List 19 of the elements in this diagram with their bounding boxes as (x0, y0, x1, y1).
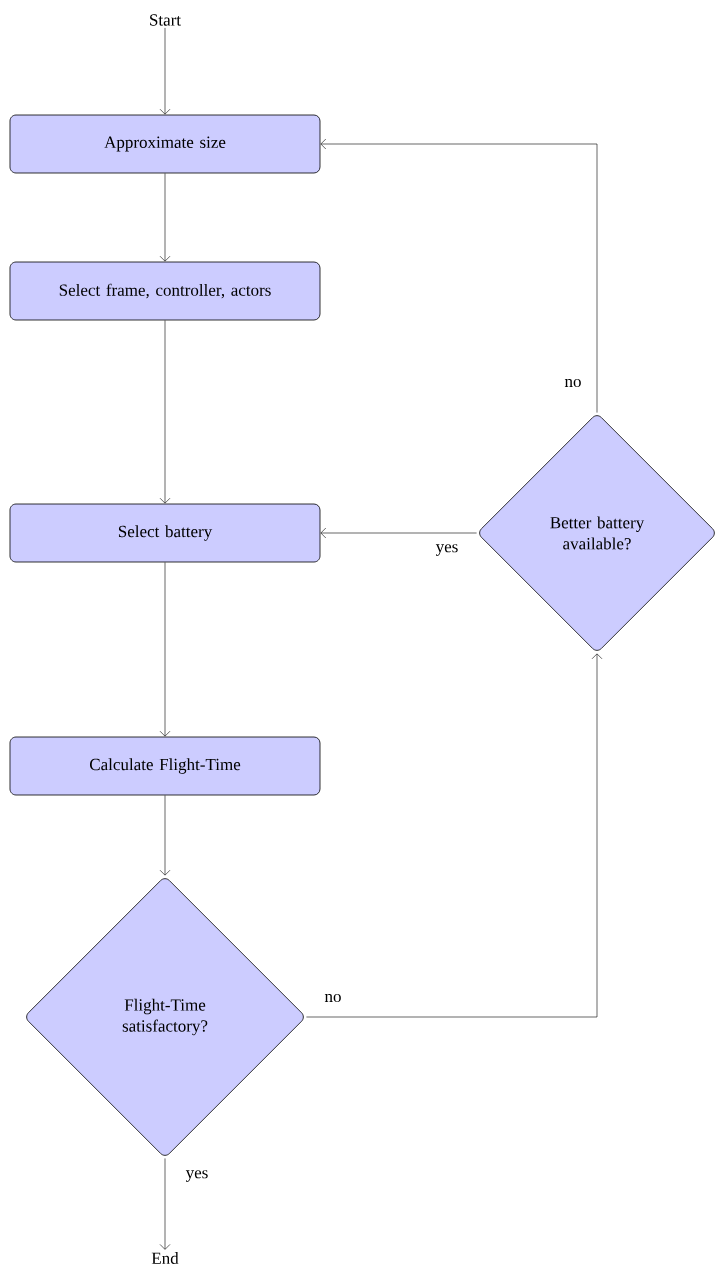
arrow (159, 173, 171, 262)
terminal-label: End (151, 1252, 179, 1264)
edge-label: yes (434, 543, 460, 557)
process-box: Approximate size (9, 114, 321, 174)
terminal-label: Start (150, 14, 181, 26)
process-box: Calculate Flight-Time (9, 736, 321, 796)
edge-label: no (563, 377, 583, 389)
arrow (159, 27, 171, 115)
arrow (320, 527, 477, 539)
edge-label: yes (184, 1169, 210, 1183)
arrow (159, 320, 171, 504)
arrow (159, 562, 171, 737)
process-box: Select frame, controller, actors (9, 261, 321, 321)
arrow (159, 795, 171, 876)
arrow (159, 1158, 171, 1250)
edge-label: no (323, 992, 343, 1004)
process-box: Select battery (9, 503, 321, 563)
arrow (320, 138, 598, 413)
arrow (306, 653, 603, 1018)
